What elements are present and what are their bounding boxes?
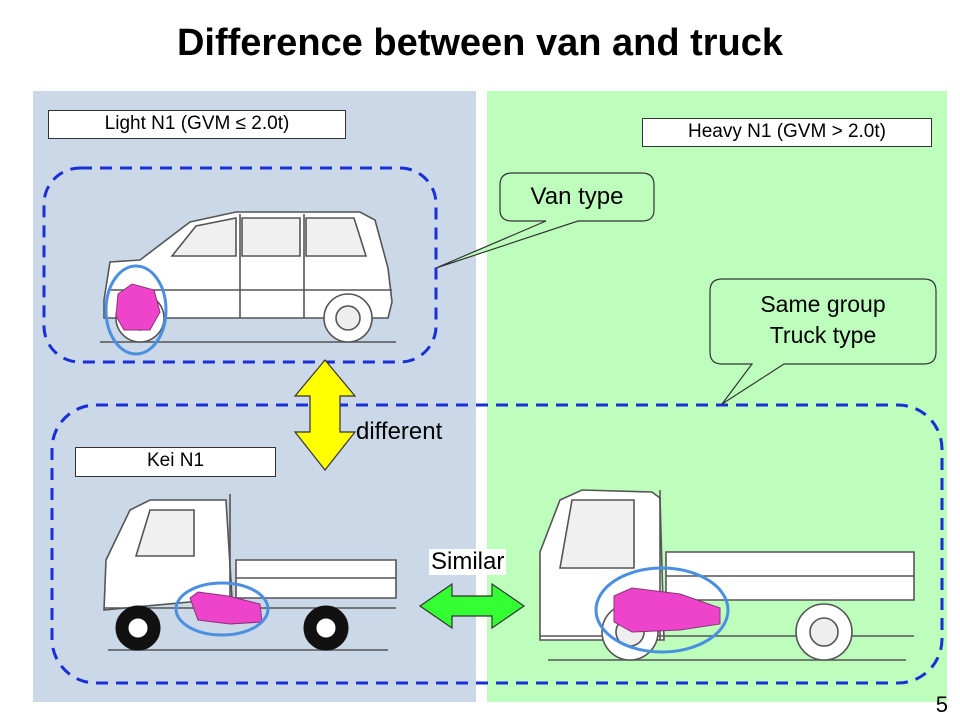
van-engine [115, 283, 161, 331]
light-n1-label: Light N1 (GVM ≤ 2.0t) [48, 110, 346, 139]
kei-truck-illustration [103, 494, 397, 651]
van-type-callout-shape [435, 172, 655, 269]
same-group-callout-line2: Truck type [769, 322, 877, 348]
page-number: 5 [935, 692, 948, 717]
different-arrow [293, 359, 357, 471]
same-group-callout-shape [709, 278, 937, 405]
van-engine-highlight [104, 264, 168, 356]
similar-label: Similar [429, 548, 507, 575]
heavy-truck-illustration [539, 489, 915, 661]
heavy-truck-engine [613, 587, 721, 633]
light-van-dashed-border [42, 166, 438, 364]
kei-engine-highlight [174, 581, 270, 637]
kei-truck-engine [189, 591, 263, 625]
kei-n1-label: Kei N1 [75, 447, 276, 477]
heavy-engine-highlight [594, 566, 730, 654]
heavy-n1-label: Heavy N1 (GVM > 2.0t) [642, 118, 932, 147]
same-group-callout-line1: Same group [760, 291, 886, 317]
page-title: Difference between van and truck [176, 22, 784, 64]
kei-truck-wheels [115, 605, 349, 651]
similar-arrow [418, 582, 526, 630]
van-type-callout-text: Van type [530, 183, 624, 210]
truck-group-dashed-border [50, 403, 944, 685]
different-label: different [356, 418, 443, 445]
